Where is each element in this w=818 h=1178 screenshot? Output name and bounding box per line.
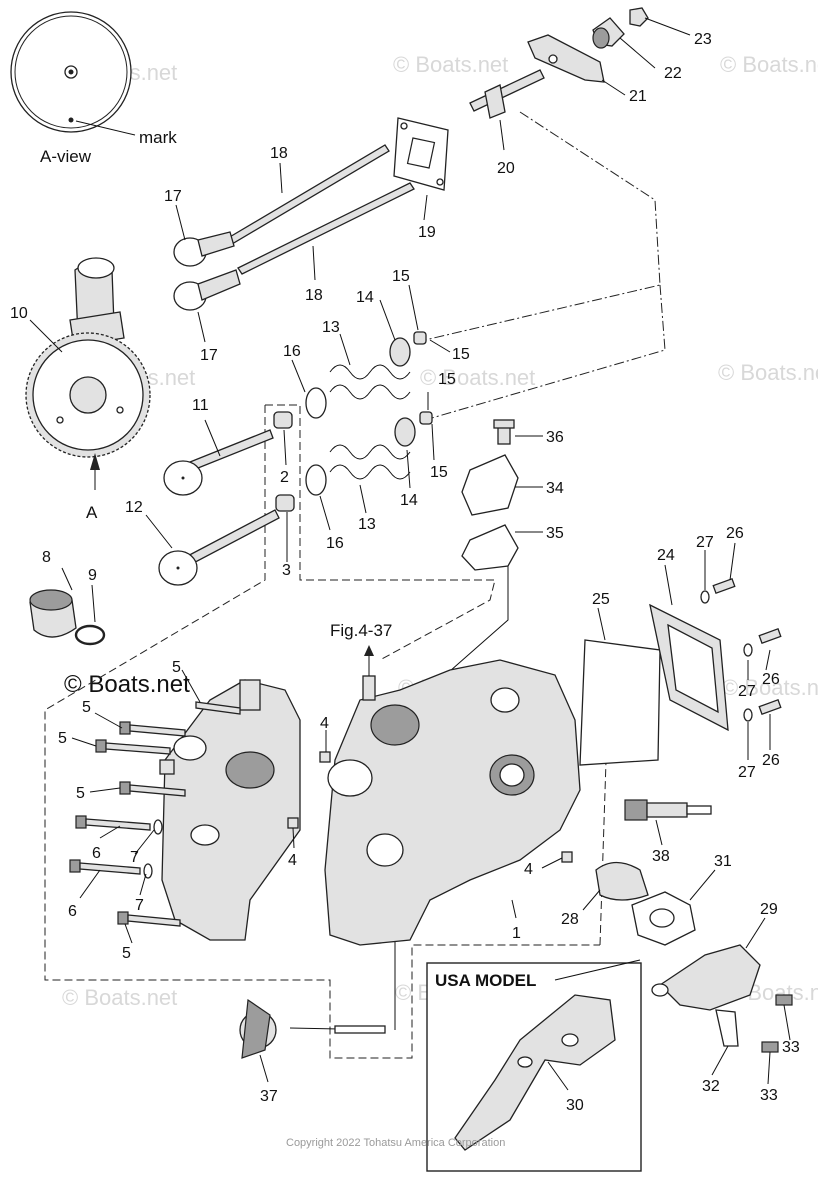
callout: 27 [696,534,714,551]
filler-cap [29,589,106,646]
usa-model-inset: USA MODEL [426,959,642,1172]
callout: 14 [356,289,374,306]
callout: 1 [512,925,521,942]
cylinder-head-main: Fig.4-37 [324,621,581,946]
cover-parts [461,419,519,571]
callout: 14 [400,492,418,509]
callout: 20 [497,160,515,177]
callout: 15 [452,346,470,363]
callout: 26 [726,525,744,542]
callout: 31 [714,853,732,870]
gasket-19 [393,117,449,191]
gear-37 [239,998,386,1059]
callout: 25 [592,591,610,608]
watermark: © Boats.net [393,52,508,77]
callout: 13 [358,516,376,533]
arrow-a-label: A [86,503,98,522]
callout: 15 [438,371,456,388]
watermark: © Boats.net [718,360,818,385]
usa-model-label: USA MODEL [435,971,536,990]
callout: 17 [200,347,218,364]
copyright-notice: Copyright 2022 Tohatsu America Corporati… [286,1137,505,1149]
mark-label: mark [139,128,177,147]
callout: 13 [322,319,340,336]
callout: 10 [10,305,28,322]
figure-reference: Fig.4-37 [330,621,392,640]
callout: 5 [58,730,67,747]
callout: 4 [524,861,533,878]
assembly-guide-lines [44,111,666,1059]
callout: 30 [566,1097,584,1114]
rocker-cover [579,577,782,766]
callout: 4 [288,852,297,869]
valve-springs [305,331,433,496]
watermark: © Boats.net [420,365,535,390]
valves [158,429,280,586]
callout: 16 [283,343,301,360]
watermark: © Boats.net [62,985,177,1010]
callout: 34 [546,480,564,497]
valve-guides [273,411,295,512]
watermark: © Boats.net [722,675,818,700]
callout: 5 [172,659,181,676]
callout: 16 [326,535,344,552]
callout: 27 [738,683,756,700]
callout: 3 [282,562,291,579]
callout: 37 [260,1088,278,1105]
cylinder-head-left [159,679,301,941]
callout: 23 [694,31,712,48]
callout: 29 [760,901,778,918]
fitting-parts-top [469,7,649,119]
callout: 7 [130,849,139,866]
callout: 38 [652,848,670,865]
bracket-assembly [651,944,793,1053]
callout: 33 [782,1039,800,1056]
tappets-17 [173,231,241,311]
callout: 4 [320,715,329,732]
callout: 17 [164,188,182,205]
callout: 5 [122,945,131,962]
callout: 15 [392,268,410,285]
callout: 32 [702,1078,720,1095]
callout: 11 [192,397,209,414]
callout: 5 [76,785,85,802]
watermark: © Boats.net [720,52,818,77]
a-view-label: A-view [40,147,92,166]
push-rods [227,144,415,275]
callout: 7 [135,897,144,914]
plug-thermostat [595,799,712,946]
callout: 9 [88,567,97,584]
callout: 22 [664,65,682,82]
callout: 12 [125,499,143,516]
callout: 21 [629,88,647,105]
callout-numbers: 18 18 17 17 10 11 12 2 3 16 16 13 13 14 … [10,31,800,1114]
callout: 5 [82,699,91,716]
callout: 6 [92,845,101,862]
a-view-detail: mark A-view [10,11,177,166]
callout: 8 [42,549,51,566]
callout: 28 [561,911,579,928]
callout: 35 [546,525,564,542]
camshaft-10: A [25,257,151,522]
callout: 6 [68,903,77,920]
leader-lines [29,17,791,1091]
callout: 33 [760,1087,778,1104]
callout: 27 [738,764,756,781]
callout: 19 [418,224,436,241]
callout: 36 [546,429,564,446]
callout: 2 [280,469,289,486]
callout: 26 [762,752,780,769]
callout: 15 [430,464,448,481]
callout: 18 [305,287,323,304]
callout: 18 [270,145,288,162]
watermark-strong: © Boats.net [64,671,190,698]
head-bolts [69,701,241,927]
callout: 26 [762,671,780,688]
callout: 24 [657,547,675,564]
